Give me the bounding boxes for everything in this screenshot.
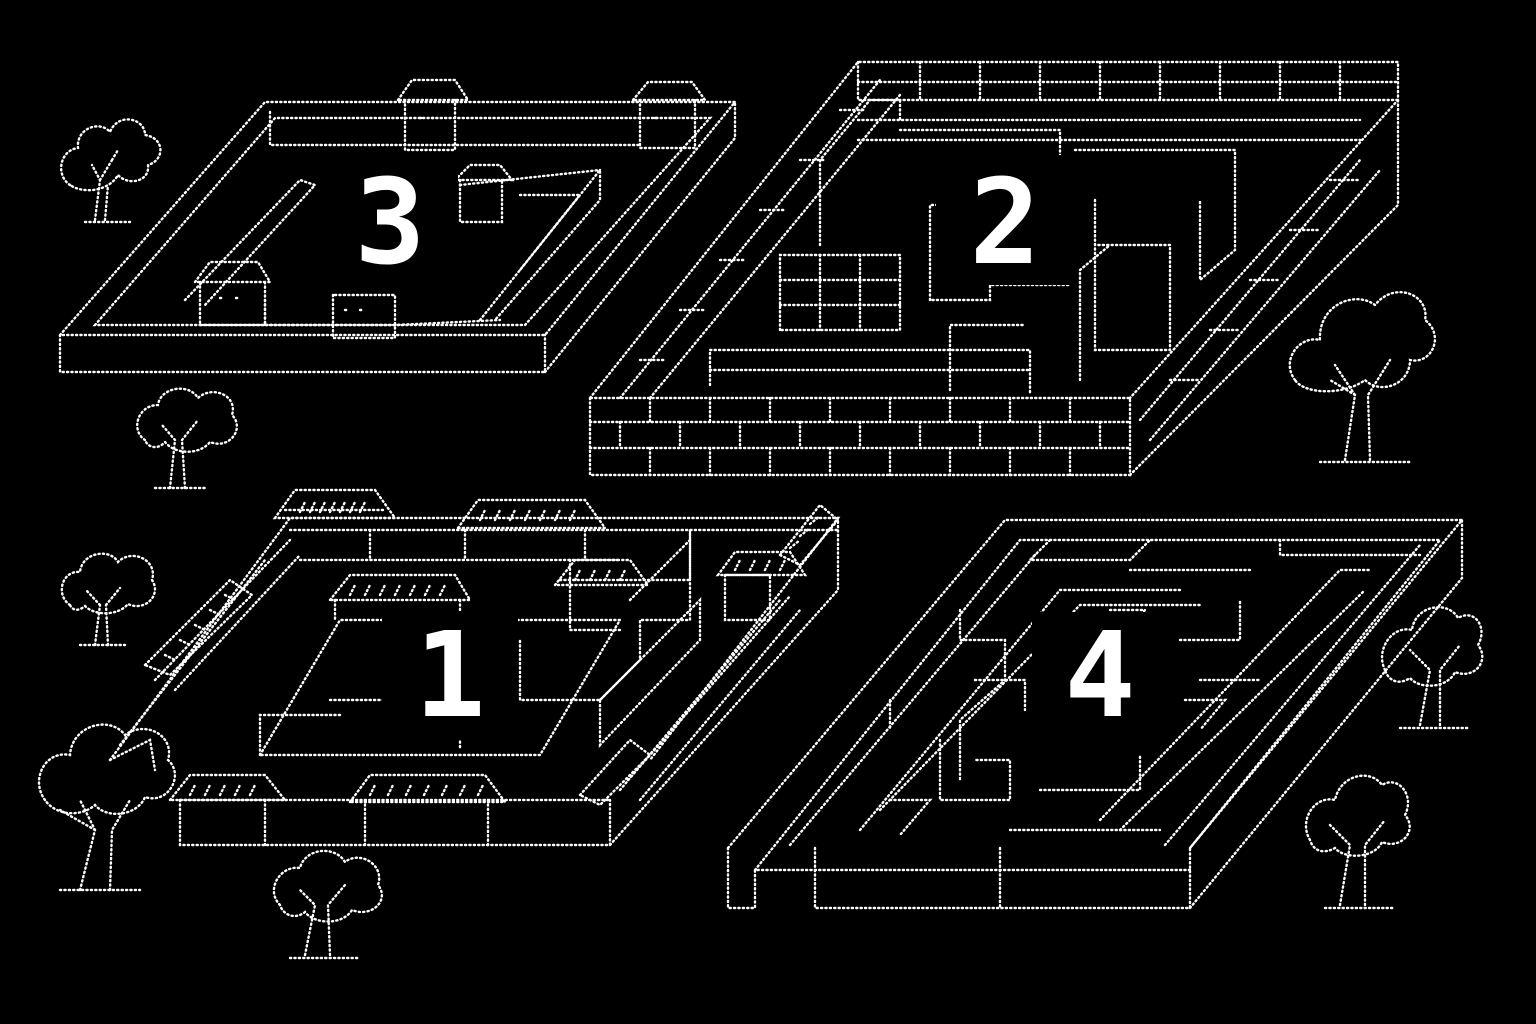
gate-tower-icon xyxy=(347,773,508,804)
tree-icon xyxy=(37,723,177,892)
house-icon xyxy=(331,293,397,340)
tree-icon xyxy=(1288,291,1437,464)
fortress-label-4: 4 xyxy=(1032,606,1170,744)
fortress-3-drawing xyxy=(57,100,738,374)
fortress-label-1: 1 xyxy=(382,606,518,744)
gate-tower-icon xyxy=(167,773,288,802)
fortress-2-drawing xyxy=(588,60,1400,477)
house-icon xyxy=(395,78,471,152)
gate-tower-icon xyxy=(272,488,398,520)
gate-tower-icon xyxy=(715,550,808,577)
tree-icon xyxy=(1304,774,1411,910)
gate-tower-icon xyxy=(327,573,473,602)
svg-text:1: 1 xyxy=(414,606,485,744)
tree-icon xyxy=(272,849,384,960)
tree-icon xyxy=(59,118,162,224)
fortress-label-3: 3 xyxy=(322,153,458,291)
gate-tower-icon xyxy=(552,558,651,587)
house-icon xyxy=(452,163,515,224)
fortress-label-2: 2 xyxy=(936,153,1074,291)
fortress-1-drawing xyxy=(108,516,841,847)
tree-icon xyxy=(136,387,238,490)
tree-icon xyxy=(1380,606,1484,730)
svg-text:3: 3 xyxy=(354,153,425,291)
gate-tower-icon xyxy=(578,738,652,807)
gate-tower-icon xyxy=(455,498,608,530)
gate-tower-icon xyxy=(778,503,840,567)
svg-text:4: 4 xyxy=(1064,606,1135,744)
house-icon xyxy=(630,80,708,150)
gate-tower-icon xyxy=(142,578,254,677)
svg-text:2: 2 xyxy=(969,153,1040,291)
house-icon xyxy=(192,260,273,327)
tree-icon xyxy=(60,552,157,647)
fortress-4-drawing xyxy=(726,518,1465,910)
